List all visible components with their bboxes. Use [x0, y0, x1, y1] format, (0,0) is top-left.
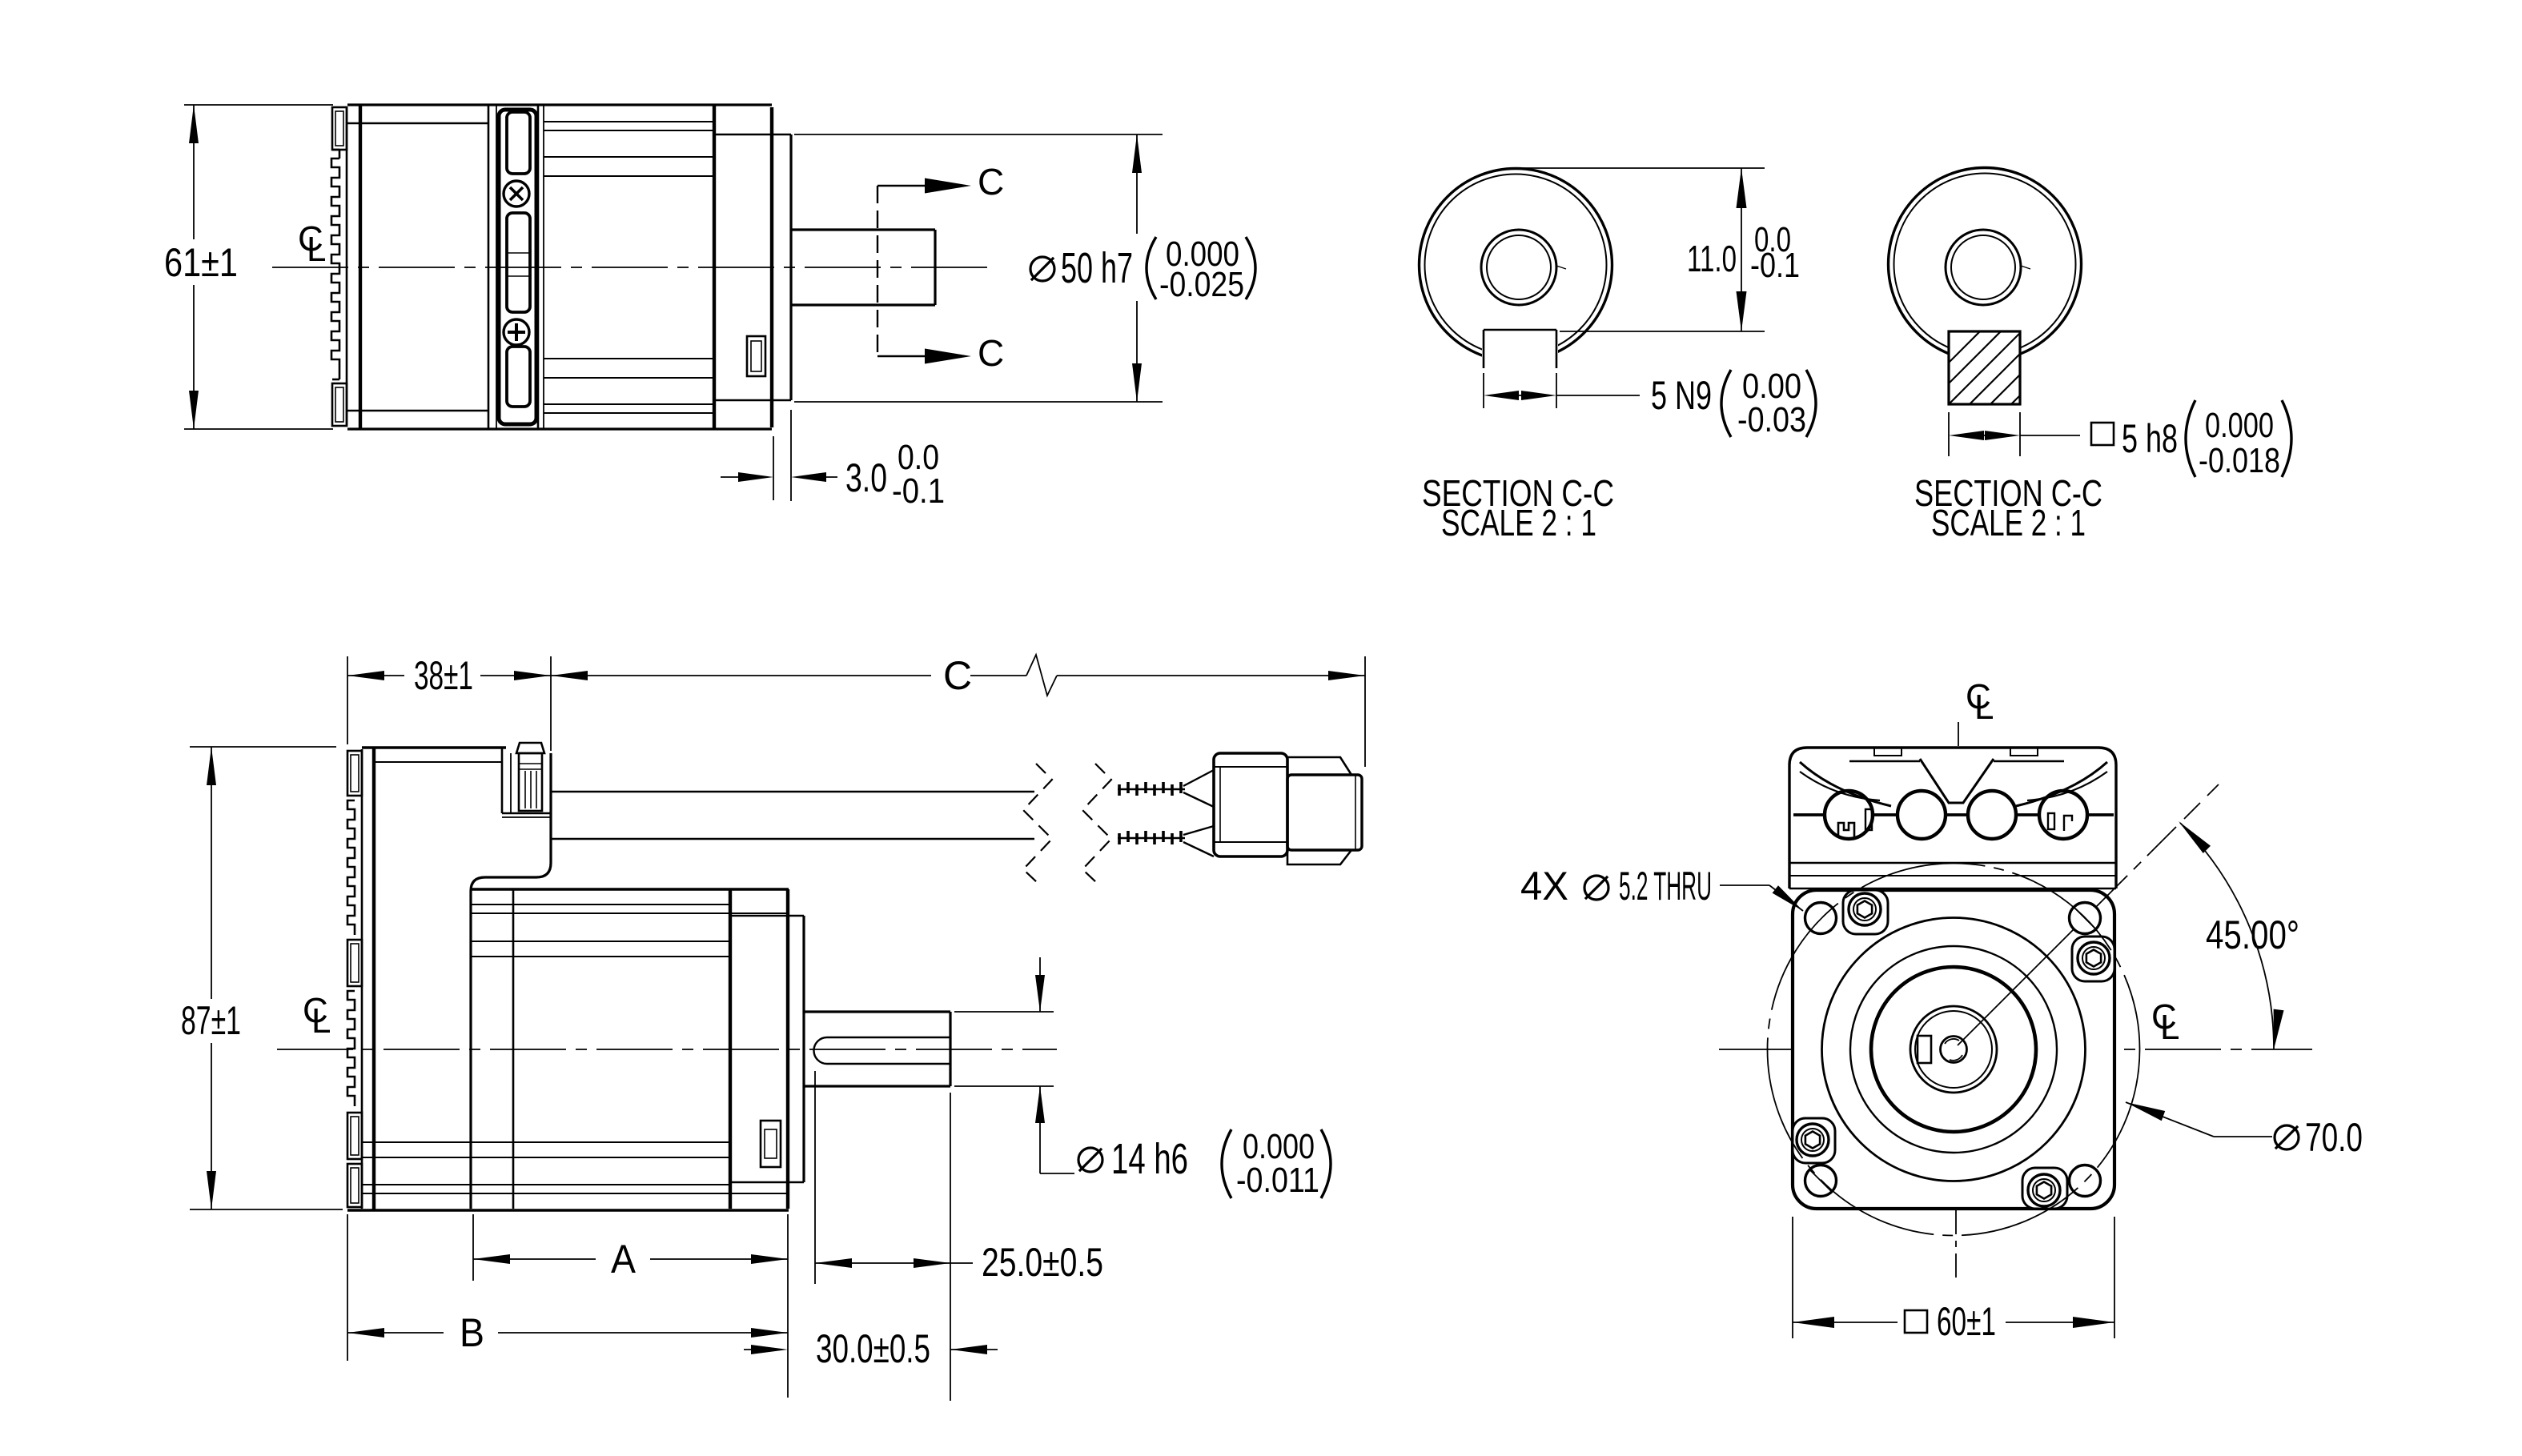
svg-text:0.0: 0.0 — [1754, 220, 1791, 259]
svg-text:C: C — [298, 219, 323, 259]
svg-text:C: C — [978, 332, 1004, 374]
svg-text:5.2 THRU: 5.2 THRU — [1619, 864, 1712, 908]
svg-text:L: L — [1974, 688, 1994, 727]
svg-text:-0.025: -0.025 — [1159, 265, 1244, 304]
svg-text:0.000: 0.000 — [2205, 406, 2274, 445]
svg-text:50 h7: 50 h7 — [1061, 244, 1133, 292]
svg-text:0.0: 0.0 — [898, 438, 939, 477]
svg-text:-0.1: -0.1 — [892, 471, 945, 511]
svg-text:C: C — [1966, 677, 1991, 716]
svg-text:-0.011: -0.011 — [1236, 1161, 1319, 1200]
svg-text:25.0±0.5: 25.0±0.5 — [982, 1240, 1103, 1285]
svg-text:C: C — [978, 161, 1004, 203]
svg-text:70.0: 70.0 — [2305, 1115, 2363, 1160]
svg-text:3.0: 3.0 — [845, 455, 887, 500]
svg-text:0.000: 0.000 — [1243, 1127, 1315, 1166]
svg-text:SECTION C-C: SECTION C-C — [1422, 472, 1614, 514]
svg-text:A: A — [611, 1237, 637, 1282]
svg-text:60±1: 60±1 — [1937, 1299, 1996, 1344]
svg-text:B: B — [460, 1310, 484, 1355]
svg-text:SCALE 2 : 1: SCALE 2 : 1 — [1931, 502, 2086, 543]
svg-text:SECTION C-C: SECTION C-C — [1914, 472, 2102, 514]
svg-text:38±1: 38±1 — [414, 653, 473, 698]
svg-text:14 h6: 14 h6 — [1111, 1135, 1188, 1183]
svg-text:L: L — [307, 230, 326, 269]
svg-text:L: L — [2160, 1008, 2179, 1047]
svg-text:5 N9: 5 N9 — [1651, 373, 1712, 418]
svg-text:61±1: 61±1 — [164, 240, 238, 285]
svg-text:0.000: 0.000 — [1166, 235, 1239, 274]
svg-text:30.0±0.5: 30.0±0.5 — [816, 1326, 930, 1371]
svg-text:5 h8: 5 h8 — [2122, 416, 2178, 461]
svg-text:-0.018: -0.018 — [2199, 441, 2280, 480]
svg-text:-0.03: -0.03 — [1737, 400, 1806, 439]
svg-text:4X: 4X — [1520, 864, 1568, 908]
svg-text:11.0: 11.0 — [1687, 238, 1737, 279]
svg-text:87±1: 87±1 — [181, 998, 241, 1043]
svg-text:C: C — [2151, 997, 2177, 1037]
svg-text:45.00°: 45.00° — [2206, 913, 2299, 957]
svg-text:C: C — [303, 991, 328, 1030]
svg-text:0.00: 0.00 — [1742, 367, 1801, 406]
svg-text:-0.1: -0.1 — [1750, 246, 1800, 285]
svg-text:L: L — [311, 1001, 331, 1041]
svg-text:C: C — [943, 653, 972, 698]
svg-text:SCALE 2 : 1: SCALE 2 : 1 — [1441, 502, 1596, 543]
